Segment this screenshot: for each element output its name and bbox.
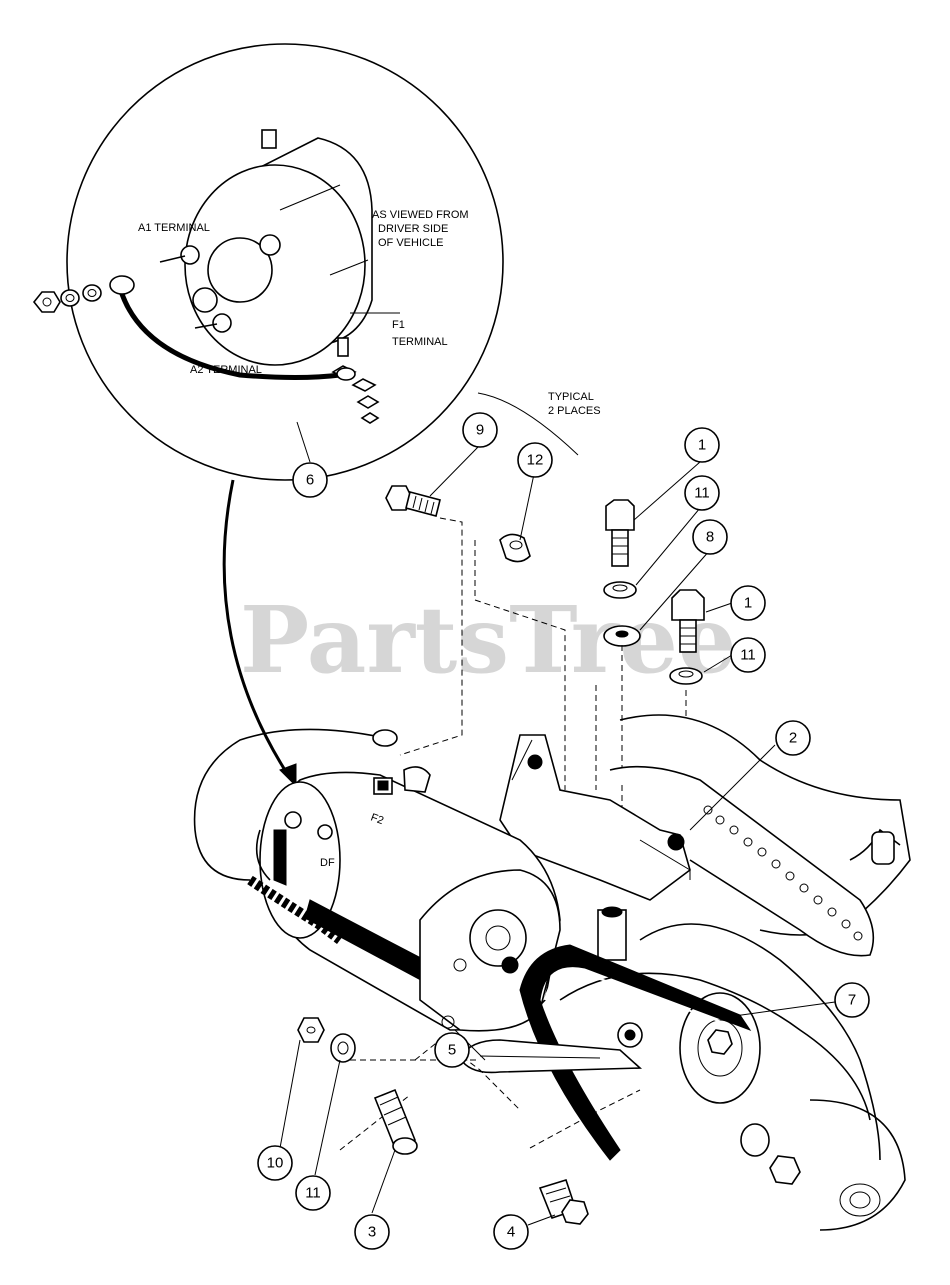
inset-a2-stud — [212, 313, 232, 333]
svg-text:4: 4 — [507, 1224, 515, 1241]
inset-a1-stud — [180, 245, 200, 265]
svg-text:6: 6 — [306, 472, 314, 489]
svg-text:11: 11 — [740, 647, 756, 664]
callout-6: 6 — [292, 462, 328, 498]
drive-belt-7 — [519, 944, 752, 1161]
adjuster-plate-5 — [459, 1022, 643, 1074]
wheel-hub — [809, 1099, 906, 1231]
inset-nut — [32, 291, 61, 313]
inset-motor-end-cap — [184, 164, 366, 366]
bolt-1-upper — [605, 499, 635, 567]
callout-10: 9 — [462, 412, 498, 448]
inset-washer-1 — [60, 289, 80, 307]
inset-boss-lower — [192, 287, 218, 313]
label-typical-line2: 2 PLACES — [548, 405, 601, 417]
typical-bracket — [477, 392, 579, 456]
svg-text:11: 11 — [694, 485, 710, 502]
inset-detail-view: A1 TERMINAL A2 TERMINAL F1 TERMINAL AS V… — [32, 43, 504, 481]
callout-4: 4 — [493, 1214, 529, 1250]
transaxle-frame — [559, 714, 911, 1231]
motor-harness-boot — [247, 875, 343, 944]
leader-lines — [279, 421, 836, 1226]
inset-boss-upper — [259, 234, 281, 256]
inset-cable-ring-terminal — [109, 275, 135, 295]
starter-generator: F2 DF — [193, 728, 561, 1032]
label-f1-line1: F1 — [392, 319, 405, 331]
label-df: DF — [320, 857, 335, 869]
svg-text:9: 9 — [476, 422, 484, 439]
inset-bearing-hole — [207, 237, 273, 303]
label-f1-line2: TERMINAL — [392, 336, 448, 348]
motor-harness-wire — [193, 728, 386, 881]
svg-text:1: 1 — [698, 437, 706, 454]
frame-fitting — [849, 828, 901, 861]
callout-7: 7 — [834, 982, 870, 1018]
callout-1-upper: 1 — [684, 427, 720, 463]
nut-9 — [297, 1017, 325, 1043]
callout-5: 5 — [434, 1032, 470, 1068]
svg-text:10: 10 — [267, 1155, 284, 1172]
inset-a2-cable — [117, 287, 341, 380]
callout-11-bottom: 11 — [295, 1175, 331, 1211]
svg-text:3: 3 — [368, 1224, 376, 1241]
callout-2: 2 — [775, 720, 811, 756]
lock-washer-11-lower — [669, 667, 703, 685]
svg-text:12: 12 — [527, 452, 544, 469]
frame-holes — [703, 805, 863, 941]
label-view-line3: OF VEHICLE — [378, 237, 443, 249]
axle-washer — [740, 1123, 770, 1157]
svg-text:F2: F2 — [369, 812, 385, 828]
callout-1-lower: 1 — [730, 585, 766, 621]
nut-12 — [499, 533, 531, 563]
svg-text:5: 5 — [448, 1042, 456, 1059]
watermark: PartsTree — [240, 586, 736, 694]
svg-text:7: 7 — [848, 992, 856, 1009]
inset-pointer-arrow — [222, 479, 292, 779]
label-a2-terminal: A2 TERMINAL — [190, 364, 262, 376]
inset-top-lug — [261, 129, 277, 149]
bolt-3 — [373, 1088, 418, 1155]
svg-text:2: 2 — [789, 730, 797, 747]
label-view-line1: AS VIEWED FROM — [372, 209, 469, 221]
label-view-line2: DRIVER SIDE — [378, 223, 448, 235]
callout-9: 10 — [257, 1145, 293, 1181]
label-a1-terminal: A1 TERMINAL — [138, 222, 210, 234]
callouts: 6 9 12 1 11 8 1 11 — [257, 412, 870, 1250]
harness-ring-terminal — [372, 729, 398, 747]
flat-washer-8 — [603, 625, 641, 647]
bolt-4 — [538, 1179, 589, 1225]
inset-f1-stud — [337, 337, 349, 357]
callout-12: 12 — [517, 442, 553, 478]
lock-washer-11-bottom — [330, 1033, 356, 1063]
svg-text:1: 1 — [744, 595, 752, 612]
callout-11-upper: 11 — [684, 475, 720, 511]
motor-shaft — [501, 956, 519, 974]
inset-circle — [66, 43, 504, 481]
motor-df-terminal — [317, 824, 333, 840]
callout-11-middle: 11 — [730, 637, 766, 673]
bolt-1-lower — [671, 589, 705, 653]
lock-washer-11-upper — [603, 581, 637, 599]
svg-text:8: 8 — [706, 529, 714, 546]
callout-3: 3 — [354, 1214, 390, 1250]
axle-nut — [769, 1155, 801, 1185]
inset-washer-2 — [82, 284, 102, 302]
bolt-10 — [385, 485, 441, 517]
callout-8: 8 — [692, 519, 728, 555]
mounting-bracket-2 — [499, 734, 691, 961]
svg-text:11: 11 — [305, 1185, 321, 1202]
label-typical-line1: TYPICAL — [548, 391, 594, 403]
